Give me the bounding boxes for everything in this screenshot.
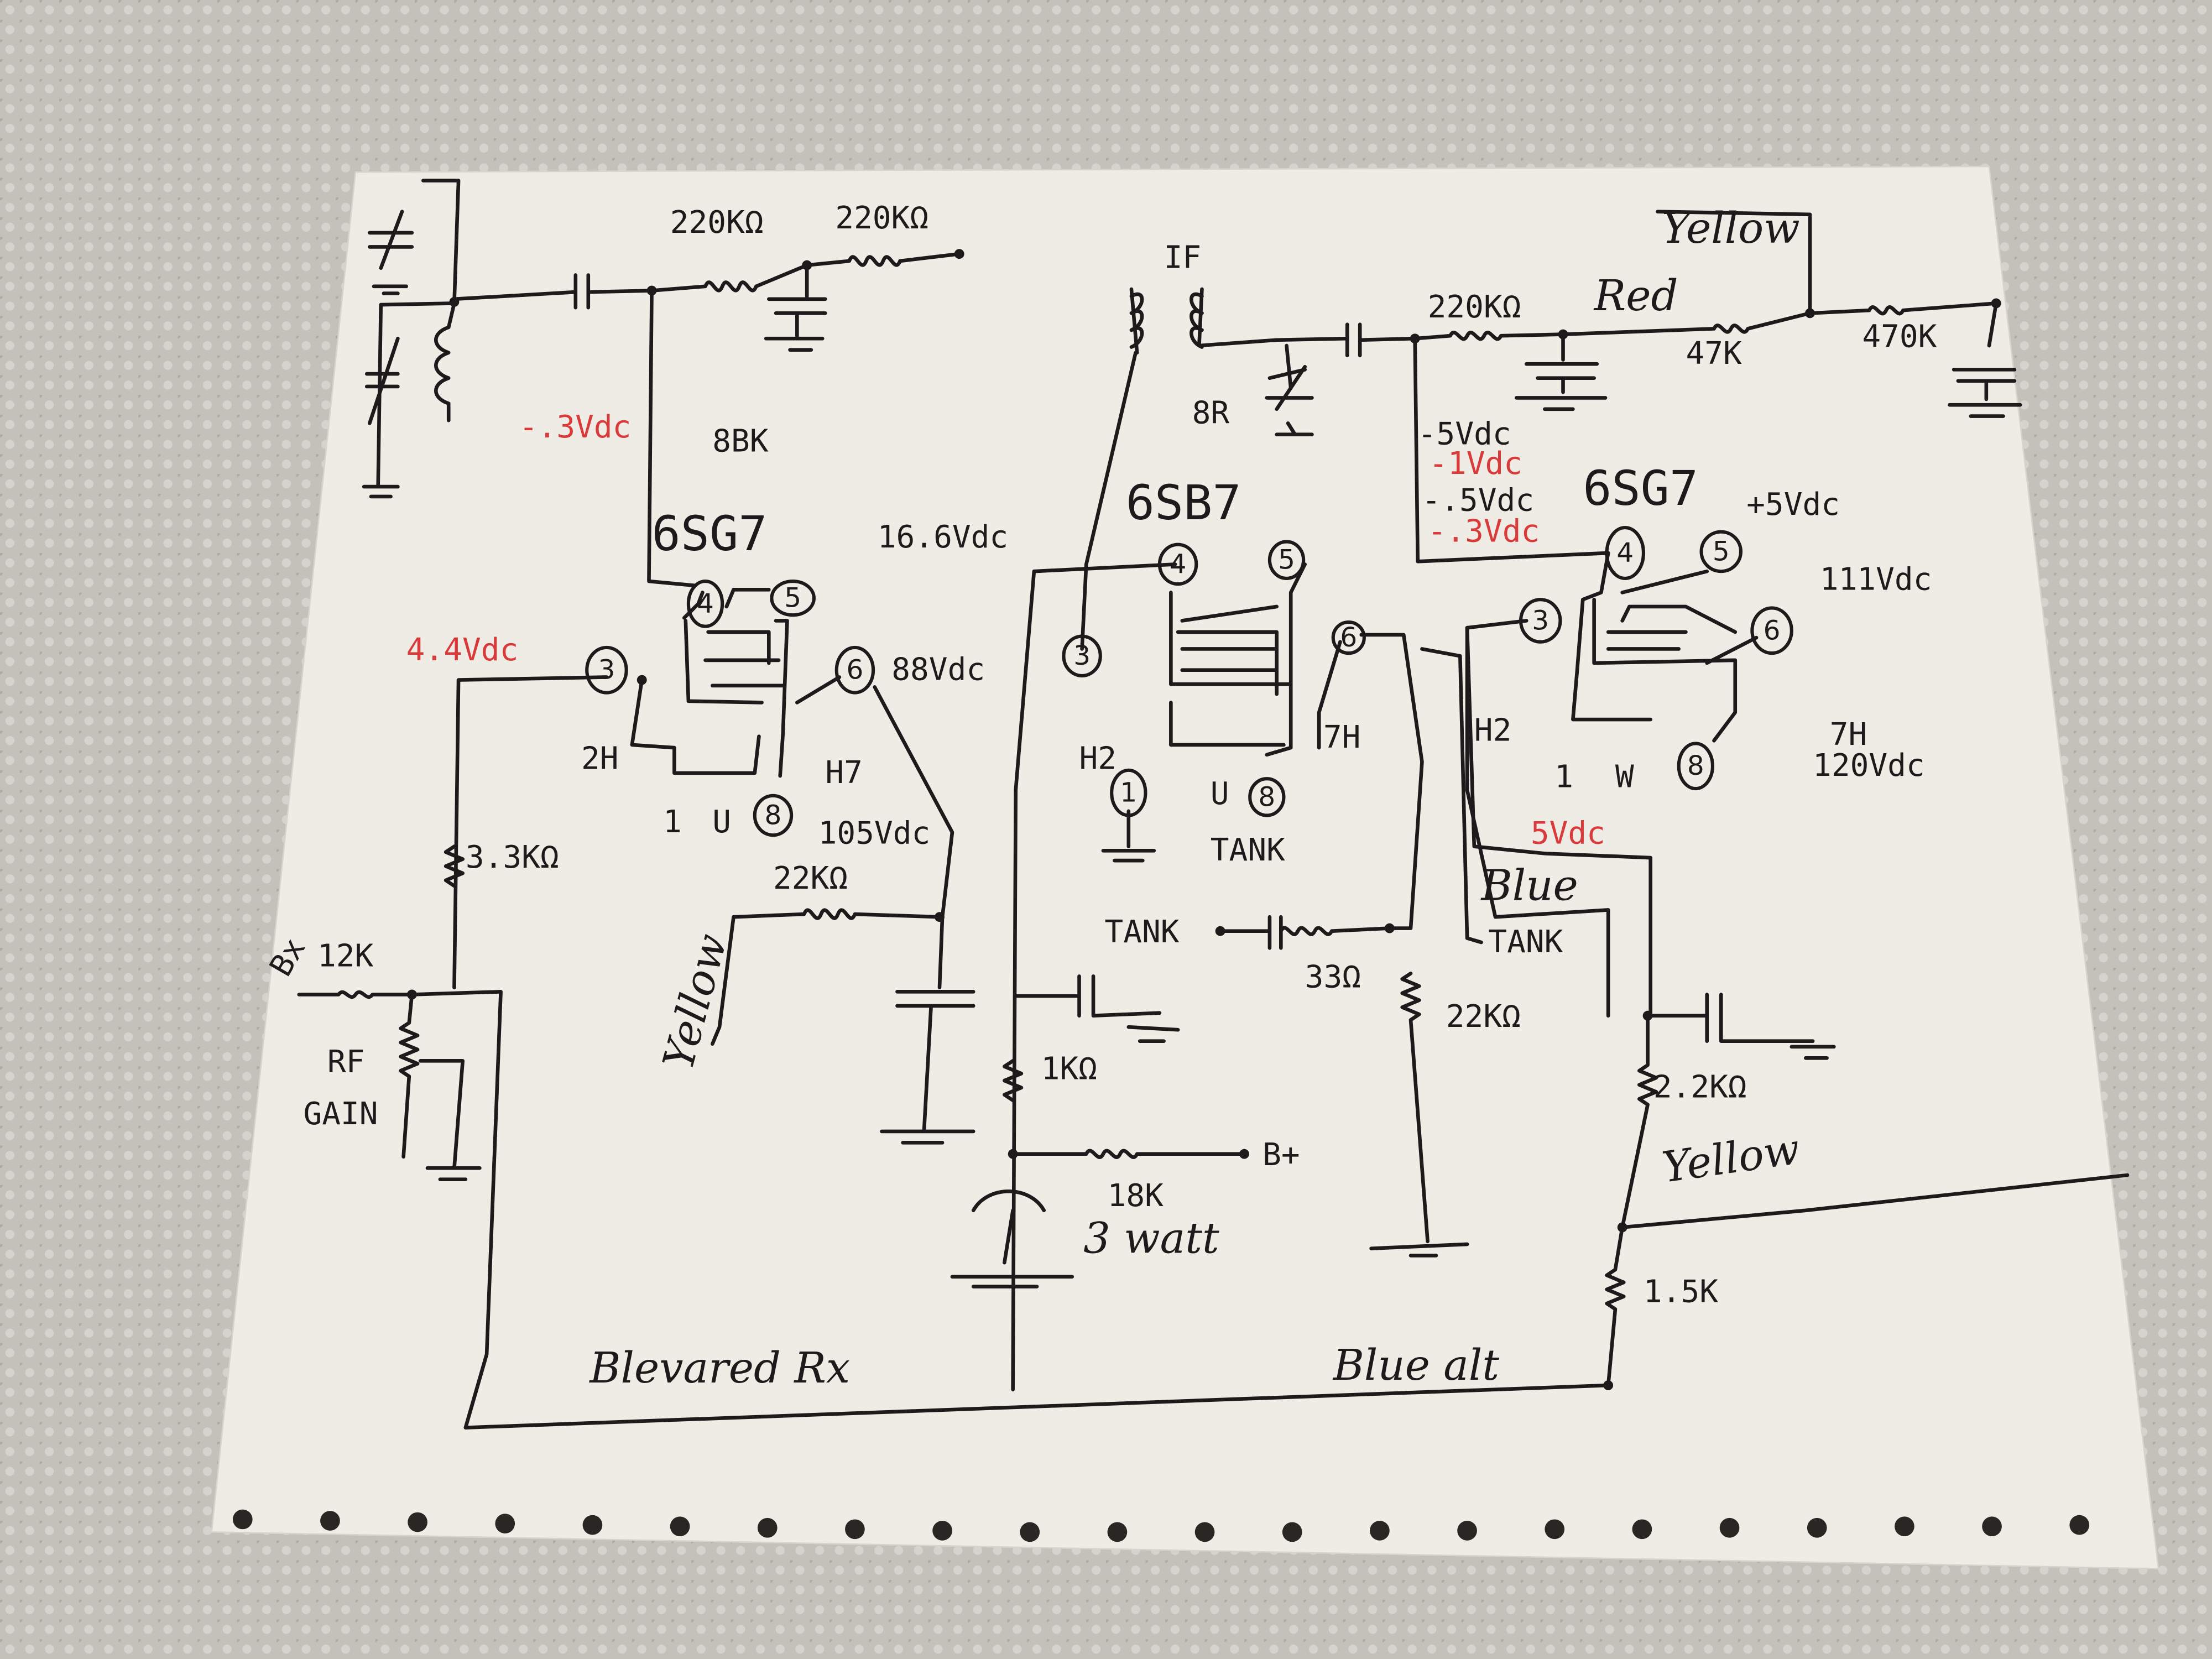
voltage-label: -.5Vdc (1422, 482, 1534, 518)
resistor-label: 220KΩ (835, 200, 928, 236)
b-plus-label: B+ (1262, 1137, 1300, 1173)
tube-1-pin-label: 3 (598, 655, 615, 686)
voltage-label: +5Vdc (1746, 487, 1840, 523)
tube-1-pin-label: 6 (847, 655, 864, 686)
resistor-label: 47K (1686, 336, 1742, 372)
tube-1-heater-label: H7 (825, 755, 863, 791)
annotations: 220KΩ 220KΩ -.3Vdc 16.6Vdc 4.4Vdc 88Vdc … (263, 200, 1937, 1390)
base-label: 8R (1192, 395, 1230, 431)
tube-3-pin-note: 1 (1554, 759, 1573, 795)
voltage-label: -.3Vdc (1428, 514, 1540, 550)
wire-color-label: Blue (1480, 862, 1578, 911)
voltage-label: 88Vdc (891, 652, 985, 688)
voltage-label: -.3Vdc (519, 409, 632, 445)
tube-1-pin-label: 5 (784, 583, 801, 614)
tube-3-heater-label: 7H (1830, 717, 1867, 753)
resistor-label: 470K (1862, 319, 1937, 355)
tube-1-base: 8BK (712, 423, 769, 459)
tube-2-pin-label: 5 (1278, 545, 1295, 576)
tube-3-pin-label: 3 (1532, 605, 1549, 636)
voltage-label: 5Vdc (1531, 816, 1605, 852)
voltage-label: -1Vdc (1429, 446, 1522, 482)
tube-3-type: 6SG7 (1583, 461, 1698, 517)
tube-3-pin-label: 6 (1764, 615, 1781, 646)
resistor-label: 22KΩ (1446, 999, 1521, 1035)
tube-3-heater-label: H2 (1474, 712, 1512, 748)
tube-1-pins: 3 4 5 6 8 (585, 579, 875, 837)
voltage-label: 111Vdc (1820, 561, 1932, 597)
tube-1-heater-label: 2H (581, 740, 619, 776)
if-transformer-label: IF (1164, 240, 1202, 276)
tube-3-pins: 3 4 5 6 8 (1519, 526, 1793, 791)
resistor-label: 22KΩ (773, 860, 848, 896)
voltage-label: 105Vdc (818, 816, 931, 852)
tube-1-type: 6SG7 (652, 506, 768, 562)
tube-2-pin-label: 1 (1120, 778, 1137, 808)
resistor-label: 1.5K (1644, 1274, 1718, 1310)
tube-3-pin-note: W (1615, 759, 1634, 795)
tube-2-pin-note: U (1211, 776, 1229, 812)
tube-2-type: 6SB7 (1126, 475, 1241, 531)
resistor-label: 18K (1108, 1178, 1164, 1214)
tube-1-pin-label: 4 (697, 588, 714, 619)
resistor-label: 220KΩ (1428, 289, 1521, 325)
tank-label: TANK (1488, 924, 1563, 960)
diagram-title: Blevared Rx (588, 1344, 850, 1393)
resistor-label: 3.3KΩ (466, 839, 559, 875)
tube-3-pin-label: 5 (1713, 536, 1730, 567)
tank-label: TANK (1211, 832, 1285, 868)
resistor-label: 12K (317, 938, 374, 974)
rf-gain-label: RF (327, 1044, 365, 1080)
tube-3-pin-label: 4 (1616, 538, 1634, 568)
voltage-label: 16.6Vdc (878, 519, 1008, 555)
tube-1-pin-note: U (712, 804, 731, 840)
tube-1-pin-note: 1 (663, 804, 682, 840)
tube-2-pin-label: 6 (1340, 622, 1357, 653)
tube-2-heater-label: 7H (1323, 719, 1361, 755)
tube-2-pin-label: 3 (1073, 640, 1091, 671)
tube-2-pin-label: 4 (1170, 549, 1187, 580)
tube-2-pins: 1 3 4 5 6 8 (1062, 540, 1366, 817)
resistor-label: 220KΩ (670, 205, 764, 241)
wire-color-label: Blue alt (1332, 1341, 1500, 1390)
resistor-label: 2.2KΩ (1653, 1070, 1747, 1105)
resistor-wattage-label: 3 watt (1083, 1214, 1219, 1263)
tank-label: TANK (1104, 914, 1179, 950)
wire-color-label: Red (1593, 272, 1678, 321)
tube-2-heater-label: H2 (1079, 740, 1117, 776)
paper-sheet (211, 165, 2159, 1570)
tractor-feed-holes (232, 1509, 2090, 1542)
resistor-label: 33Ω (1305, 959, 1361, 995)
junction-dots (406, 249, 2001, 1391)
rf-gain-label: GAIN (303, 1096, 378, 1132)
circuit-wiring (297, 179, 2130, 1430)
wire-color-label: Yellow (1662, 204, 1800, 253)
tube-3-pin-label: 8 (1687, 750, 1704, 781)
voltage-label: -5Vdc (1418, 416, 1511, 452)
tube-1-pin-label: 8 (765, 800, 782, 831)
resistor-label: 1KΩ (1041, 1051, 1097, 1087)
tube-2-pin-label: 8 (1258, 781, 1275, 812)
voltage-label: 4.4Vdc (406, 632, 519, 668)
voltage-label: 120Vdc (1813, 748, 1925, 784)
